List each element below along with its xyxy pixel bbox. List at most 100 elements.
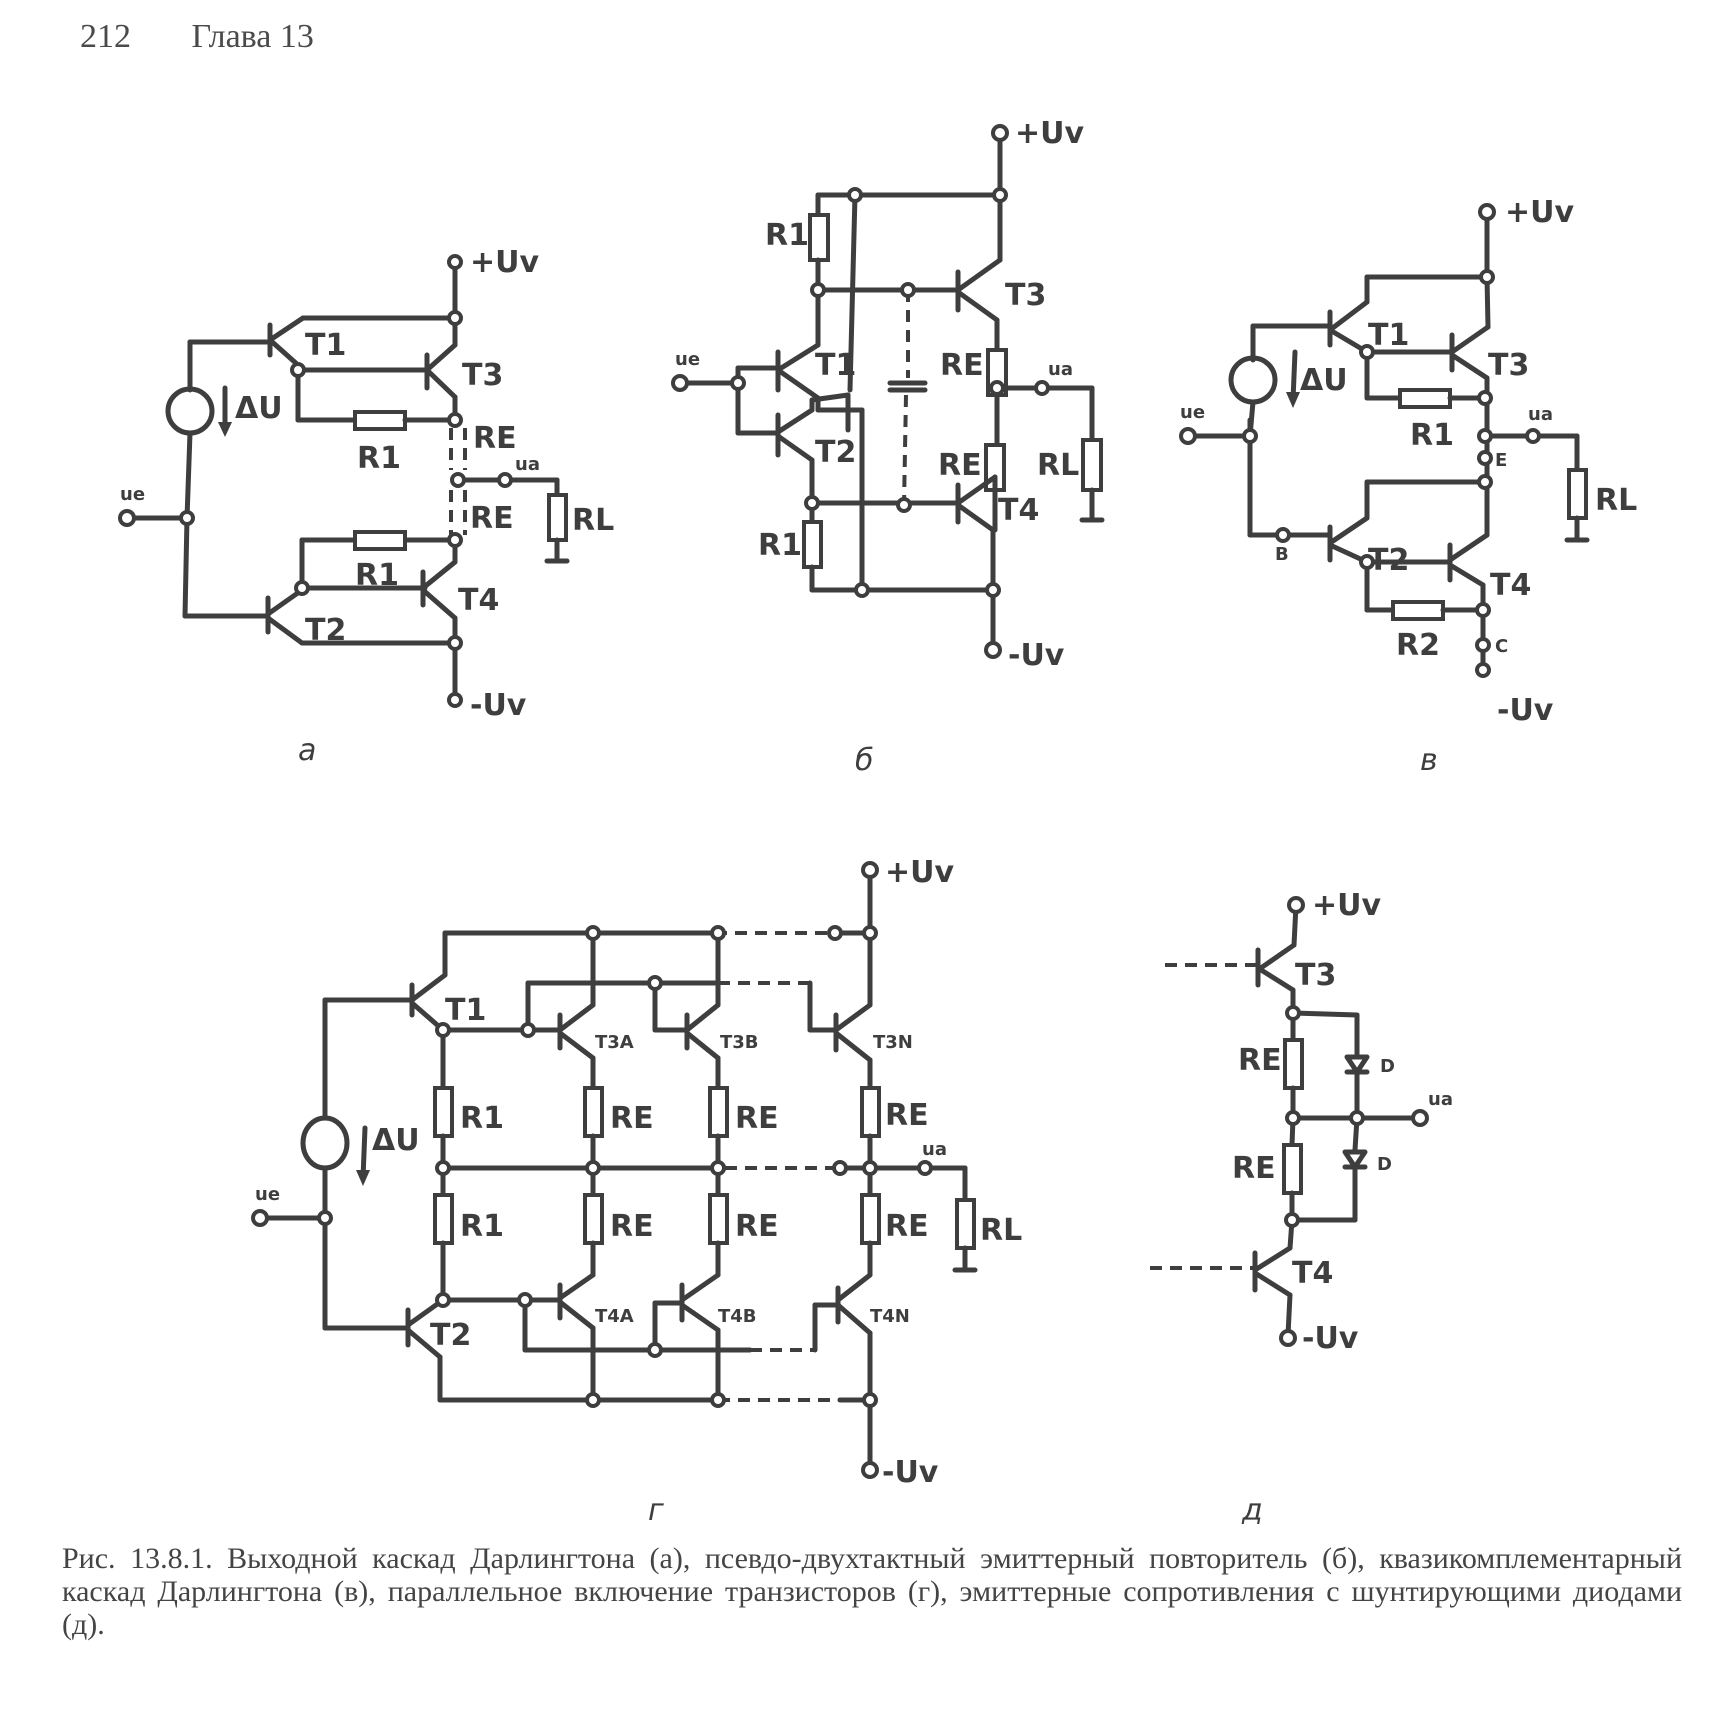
sublabel-d: д xyxy=(1241,1493,1263,1528)
label-ue: ue xyxy=(675,349,700,370)
label-diode-lower: D xyxy=(1377,1154,1392,1175)
label-minus-uv: -Uv xyxy=(1008,638,1065,673)
label-ue: ue xyxy=(120,484,145,505)
label-re-3: RE xyxy=(885,1098,929,1133)
resistor-rl xyxy=(1081,438,1103,492)
label-rl: RL xyxy=(980,1213,1022,1248)
label-minus-uv: -Uv xyxy=(470,688,527,723)
label-r1: R1 xyxy=(357,441,401,476)
page-header: 212 Глава 13 xyxy=(80,18,314,56)
label-diode-upper: D xyxy=(1380,1056,1395,1077)
resistor-re-upper-a xyxy=(583,1086,604,1138)
label-r1-lower: R1 xyxy=(355,558,399,593)
label-ue: ue xyxy=(1180,402,1205,423)
resistor-r1-top xyxy=(808,213,830,262)
chapter-title: Глава 13 xyxy=(191,18,314,55)
label-t3: T3 xyxy=(1488,348,1529,383)
label-re-4: RE xyxy=(610,1209,654,1244)
sublabel-g: г xyxy=(648,1493,664,1528)
label-plus-uv: +Uv xyxy=(1312,888,1381,923)
resistor-re-lower-n xyxy=(860,1193,881,1245)
sublabel-v: в xyxy=(1420,743,1438,778)
caption-text: Выходной каскад Дарлингтона (а), псевдо-… xyxy=(62,1542,1682,1641)
label-ua: ua xyxy=(1048,359,1073,380)
label-t4: T4 xyxy=(998,493,1039,528)
resistor-rl xyxy=(955,1198,976,1250)
label-delta-u: ΔU xyxy=(235,391,283,426)
resistor-re-upper xyxy=(1283,1038,1304,1090)
label-delta-u: ΔU xyxy=(372,1123,420,1158)
resistor-r1-bottom xyxy=(802,520,823,569)
caption-prefix: Рис. 13.8.1. xyxy=(62,1542,213,1575)
label-t3: T3 xyxy=(1295,958,1336,993)
label-t1: T1 xyxy=(1368,318,1409,353)
label-t3n: T3N xyxy=(873,1032,913,1053)
label-plus-uv: +Uv xyxy=(1015,116,1084,151)
label-t4: T4 xyxy=(1292,1256,1333,1291)
label-re-6: RE xyxy=(885,1209,929,1244)
resistor-r1-lower xyxy=(433,1193,454,1245)
resistor-r1-upper xyxy=(353,410,407,431)
label-t4b: T4B xyxy=(718,1306,757,1327)
resistor-re-lower-a xyxy=(583,1193,604,1245)
label-ue: ue xyxy=(255,1184,280,1205)
label-t2: T2 xyxy=(430,1318,471,1353)
label-re-5: RE xyxy=(735,1209,779,1244)
label-r1: R1 xyxy=(1410,418,1454,453)
voltage-source-icon xyxy=(300,1115,350,1171)
label-r1-lower: R1 xyxy=(460,1209,504,1244)
label-t1: T1 xyxy=(815,348,856,383)
figure-a: +Uv -Uv T1 T2 T3 T4 R1 R1 RE RE RL ua ue… xyxy=(118,245,614,768)
label-re-2: RE xyxy=(735,1101,779,1136)
label-r2: R2 xyxy=(1396,628,1440,663)
label-re-lower: RE xyxy=(1232,1151,1276,1186)
label-t3: T3 xyxy=(1005,278,1046,313)
label-minus-uv: -Uv xyxy=(882,1455,939,1490)
label-re-upper: RE xyxy=(1238,1043,1282,1078)
resistor-r2 xyxy=(1391,600,1445,621)
label-ua: ua xyxy=(1428,1089,1453,1110)
resistor-r1-lower xyxy=(353,530,407,551)
sublabel-b: б xyxy=(855,743,874,778)
resistor-r1-upper xyxy=(433,1086,454,1138)
label-rl: RL xyxy=(1037,448,1079,483)
figure-d: +Uv -Uv T3 T4 RE RE D D ua д xyxy=(1150,888,1453,1528)
label-rl: RL xyxy=(1595,483,1637,518)
label-terminal-e: E xyxy=(1495,450,1507,471)
label-t3a: T3A xyxy=(595,1032,634,1053)
label-re-lower: RE xyxy=(470,501,514,536)
label-r1-upper: R1 xyxy=(460,1101,504,1136)
label-t2: T2 xyxy=(1368,543,1409,578)
label-plus-uv: +Uv xyxy=(470,245,539,280)
label-t4n: T4N xyxy=(870,1306,910,1327)
label-r1-bottom: R1 xyxy=(758,528,802,563)
voltage-source-icon xyxy=(1228,355,1278,405)
label-re-bottom: RE xyxy=(938,448,982,483)
resistor-rl xyxy=(1567,468,1588,520)
label-delta-u: ΔU xyxy=(1300,363,1348,398)
label-r1-top: R1 xyxy=(765,218,809,253)
label-t1: T1 xyxy=(305,328,346,363)
voltage-source-icon xyxy=(165,386,215,436)
label-re: RE xyxy=(473,421,517,456)
figure-caption: Рис. 13.8.1. Выходной каскад Дарлингтона… xyxy=(62,1542,1682,1641)
label-t4: T4 xyxy=(458,583,499,618)
label-rl: RL xyxy=(572,503,614,538)
label-ua: ua xyxy=(1528,404,1553,425)
label-t4: T4 xyxy=(1490,568,1531,603)
label-minus-uv: -Uv xyxy=(1497,693,1554,728)
label-re-1: RE xyxy=(610,1101,654,1136)
figure-b: +Uv -Uv T1 T2 T3 T4 R1 R1 RE RE RL ua ue… xyxy=(671,116,1105,778)
label-minus-uv: -Uv xyxy=(1302,1321,1359,1356)
label-ua: ua xyxy=(515,454,540,475)
resistor-rl xyxy=(547,493,568,542)
label-t4a: T4A xyxy=(595,1306,634,1327)
label-plus-uv: +Uv xyxy=(885,855,954,890)
page-number: 212 xyxy=(80,18,131,55)
label-terminal-b: B xyxy=(1275,544,1289,565)
label-t2: T2 xyxy=(815,435,856,470)
sublabel-a: а xyxy=(298,733,316,768)
resistor-re-upper-b xyxy=(708,1086,729,1138)
label-t3: T3 xyxy=(462,358,503,393)
